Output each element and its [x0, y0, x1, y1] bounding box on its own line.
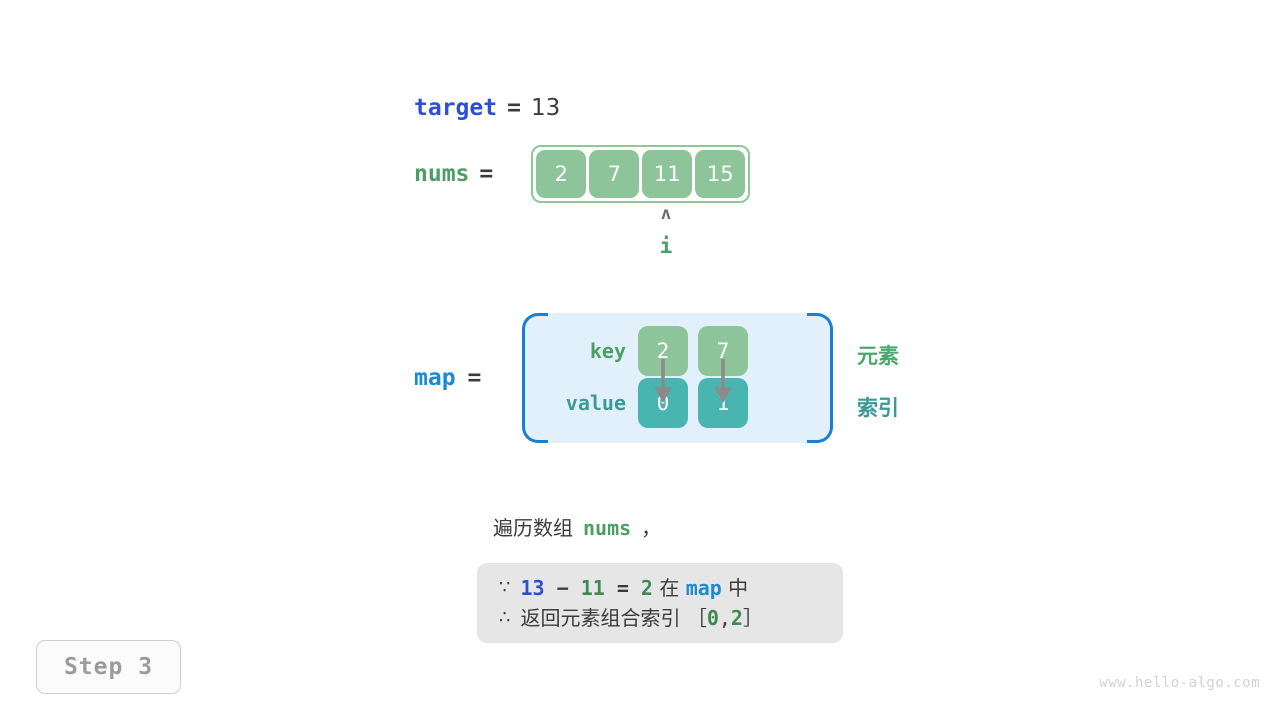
nums-row: nums = 2 7 11 15: [414, 145, 751, 203]
bracket-close: ］: [742, 606, 763, 630]
nums-array: 2 7 11 15: [531, 145, 751, 203]
map-row: map =: [414, 313, 481, 443]
array-cell[interactable]: 2: [536, 150, 587, 198]
annotation-element: 元素: [857, 344, 899, 368]
target-value: 13: [530, 95, 561, 121]
map-value-row: value 0 1: [522, 377, 833, 429]
map-key-cell[interactable]: 7: [698, 326, 748, 376]
because-symbol: ∵: [499, 577, 511, 598]
therefore-symbol: ∴: [499, 607, 511, 628]
conclusion-line-2: ∴ 返回元素组合索引 ［ 0 , 2 ］: [499, 603, 821, 633]
caption-suffix: ，: [641, 516, 662, 540]
map-left-bracket: [522, 313, 548, 443]
step-badge: Step 3: [36, 640, 181, 694]
conclusion-map-kw: map: [685, 576, 722, 600]
target-variable-name: target: [414, 95, 498, 121]
caption-line: 遍历数组 nums ，: [493, 512, 661, 541]
caption-prefix: 遍历数组: [493, 516, 573, 540]
map-key-row-label: key: [589, 339, 626, 363]
result-index-1: 2: [730, 606, 743, 630]
map-right-bracket: [807, 313, 833, 443]
map-value-row-label: value: [565, 391, 626, 415]
array-cell[interactable]: 7: [589, 150, 640, 198]
annotation-index: 索引: [857, 396, 899, 420]
map-key-row: key 2 7: [522, 325, 833, 377]
bracket-open: ［: [686, 606, 707, 630]
map-value-cell[interactable]: 1: [698, 378, 748, 428]
caption-code-nums: nums: [583, 516, 632, 540]
conclusion-current: 11: [580, 576, 605, 600]
array-cell[interactable]: 15: [695, 150, 746, 198]
conclusion-target: 13: [520, 576, 545, 600]
hash-map-container: key 2 7 value 0 1: [522, 313, 833, 443]
index-pointer: ʌ i: [642, 206, 690, 261]
result-comma: ,: [718, 606, 731, 630]
conclusion-return-text: 返回元素组合索引: [520, 606, 681, 630]
pointer-caret-icon: ʌ: [660, 204, 672, 224]
pointer-label: i: [659, 234, 673, 258]
conclusion-in-word: 在: [659, 576, 680, 600]
map-value-cells: 0 1: [638, 378, 748, 428]
target-row: target = 13: [414, 92, 560, 124]
conclusion-minus: −: [556, 576, 569, 600]
map-side-annotations: 元素 索引: [857, 330, 899, 434]
conclusion-within-word: 中: [728, 576, 749, 600]
map-key-cell[interactable]: 2: [638, 326, 688, 376]
target-equals-sign: =: [507, 95, 521, 121]
array-cell[interactable]: 11: [642, 150, 693, 198]
conclusion-line-1: ∵ 13 − 11 = 2 在 map 中: [499, 573, 821, 603]
nums-equals-sign: =: [479, 161, 494, 187]
nums-variable-name: nums: [414, 161, 470, 187]
conclusion-complement: 2: [640, 576, 653, 600]
map-variable-name: map: [414, 365, 456, 391]
result-index-0: 0: [706, 606, 719, 630]
watermark: www.hello-algo.com: [1099, 675, 1260, 691]
map-value-cell[interactable]: 0: [638, 378, 688, 428]
map-grid: key 2 7 value 0 1: [522, 313, 833, 443]
conclusion-box: ∵ 13 − 11 = 2 在 map 中 ∴ 返回元素组合索引 ［ 0 , 2: [477, 563, 843, 643]
map-key-cells: 2 7: [638, 326, 748, 376]
conclusion-equals: =: [616, 576, 629, 600]
map-equals-sign: =: [467, 365, 482, 391]
